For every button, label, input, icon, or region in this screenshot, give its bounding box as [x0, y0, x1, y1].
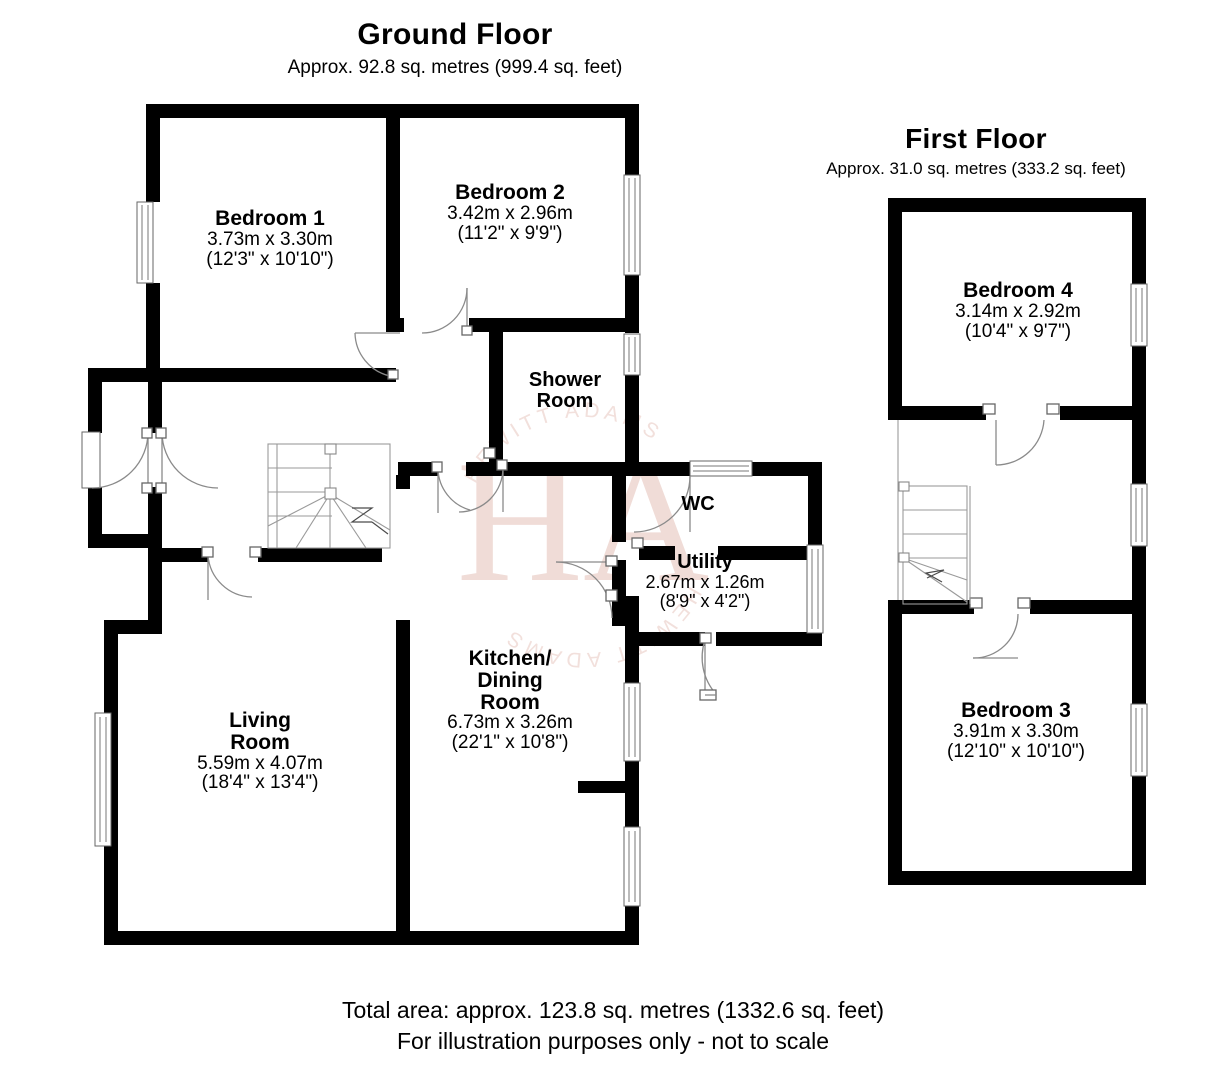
room-metric: 2.67m x 1.26m: [645, 571, 765, 592]
room-label-kitchen-dining-room: Kitchen/ Dining Room 6.73m x 3.26m (22'1…: [400, 648, 620, 753]
room-name: Bedroom 2: [455, 181, 565, 204]
room-label-bedroom-4: Bedroom 4 3.14m x 2.92m (10'4" x 9'7"): [905, 280, 1131, 341]
room-label-bedroom-1: Bedroom 1 3.73m x 3.30m (12'3" x 10'10"): [150, 208, 390, 269]
first-floor-doors: [969, 403, 1060, 659]
room-name: Bedroom 1: [215, 207, 325, 230]
room-imperial: (11'2" x 9'9"): [457, 222, 563, 244]
first-floor-area: Approx. 31.0 sq. metres (333.2 sq. feet): [826, 159, 1126, 178]
room-imperial: (12'3" x 10'10"): [206, 248, 334, 270]
room-label-bedroom-3: Bedroom 3 3.91m x 3.30m (12'10" x 10'10"…: [900, 700, 1132, 761]
footer: Total area: approx. 123.8 sq. metres (13…: [0, 995, 1226, 1057]
first-floor-title: First Floor: [905, 123, 1047, 154]
ground-floor-windows: [81, 174, 824, 907]
total-area-text: Total area: approx. 123.8 sq. metres (13…: [341, 997, 885, 1023]
room-label-wc: WC: [648, 494, 748, 515]
room-metric: 3.14m x 2.92m: [955, 300, 1081, 322]
room-metric: 3.73m x 3.30m: [207, 228, 333, 250]
room-label-living-room: Living Room 5.59m x 4.07m (18'4" x 13'4"…: [130, 710, 390, 793]
room-label-utility: Utility 2.67m x 1.26m (8'9" x 4'2"): [610, 552, 800, 610]
room-metric: 3.42m x 2.96m: [447, 202, 573, 224]
room-name: Living: [229, 709, 291, 732]
room-name-line3: Room: [480, 690, 540, 714]
ground-floor-walls: [88, 104, 822, 945]
room-name: Bedroom 4: [963, 279, 1073, 302]
room-name: Bedroom 3: [961, 699, 1071, 722]
ground-floor-staircase: [267, 443, 391, 549]
room-label-bedroom-2: Bedroom 2 3.42m x 2.96m (11'2" x 9'9"): [400, 182, 620, 243]
first-floor-staircase: [897, 420, 971, 605]
room-metric: 5.59m x 4.07m: [197, 752, 323, 774]
room-name-line2: Room: [230, 730, 290, 754]
ground-floor-doors: [91, 287, 717, 701]
room-name: Kitchen/: [468, 647, 552, 670]
room-imperial: (12'10" x 10'10"): [947, 740, 1085, 762]
room-imperial: (18'4" x 13'4"): [201, 772, 319, 794]
room-name: Utility: [677, 551, 733, 573]
room-name: Shower: [528, 369, 602, 391]
room-label-shower-room: Shower Room: [490, 370, 640, 412]
ground-floor-title: Ground Floor: [357, 18, 553, 51]
room-imperial: (10'4" x 9'7"): [964, 320, 1072, 342]
room-metric: 3.91m x 3.30m: [953, 720, 1079, 742]
room-name-line2: Dining: [477, 668, 543, 692]
room-metric: 6.73m x 3.26m: [447, 712, 573, 734]
room-imperial: (8'9" x 4'2"): [659, 590, 751, 611]
room-name: WC: [681, 493, 715, 515]
disclaimer-text: For illustration purposes only - not to …: [396, 1028, 830, 1054]
room-name-line2: Room: [536, 389, 594, 412]
ground-floor-area: Approx. 92.8 sq. metres (999.4 sq. feet): [287, 57, 623, 78]
first-floor-windows: [1130, 283, 1148, 777]
room-imperial: (22'1" x 10'8"): [451, 732, 569, 754]
